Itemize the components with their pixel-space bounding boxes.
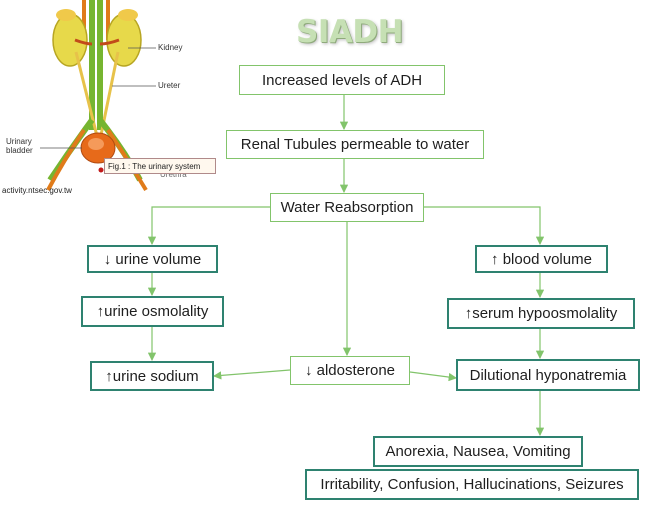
- bladder-label-line1: Urinary: [6, 137, 32, 146]
- ureter-label: Ureter: [158, 81, 181, 90]
- bladder-label-line2: bladder: [6, 146, 33, 155]
- urethra-label: Urethra: [160, 170, 187, 179]
- box-blood-volume: ↑ blood volume: [475, 245, 608, 273]
- box-urine-osmolality: ↑urine osmolality: [81, 296, 224, 327]
- box-increased-adh: Increased levels of ADH: [239, 65, 445, 95]
- box-symptoms-neuro: Irritability, Confusion, Hallucinations,…: [305, 469, 639, 500]
- box-water-reabsorption: Water Reabsorption: [270, 193, 424, 222]
- page-title: SIADH: [296, 14, 404, 50]
- kidney-label: Kidney: [158, 43, 183, 52]
- box-urine-sodium: ↑urine sodium: [90, 361, 214, 391]
- urinary-system-figure: Kidney Ureter Urinary bladder Urethra Fi…: [0, 0, 222, 200]
- arrow-reabsorption-to-urine-volume: [147, 206, 270, 246]
- box-serum-hypoosmolality: ↑serum hypoosmolality: [447, 298, 635, 329]
- box-dilutional-hyponatremia: Dilutional hyponatremia: [456, 359, 640, 391]
- urinary-system-illustration: [40, 0, 156, 192]
- figure-source: activity.ntsec.gov.tw: [2, 186, 72, 195]
- box-renal-tubules: Renal Tubules permeable to water: [226, 130, 484, 159]
- box-symptoms-gi: Anorexia, Nausea, Vomiting: [373, 436, 583, 467]
- arrow-aldosterone-to-hyponatremia: [409, 371, 458, 382]
- arrow-aldosterone-to-sodium: [212, 369, 291, 380]
- arrow-reabsorption-to-blood-volume: [424, 206, 545, 246]
- box-aldosterone: ↓ aldosterone: [290, 356, 410, 385]
- box-urine-volume: ↓ urine volume: [87, 245, 218, 273]
- figure-caption: Fig.1 : The urinary system: [104, 158, 216, 174]
